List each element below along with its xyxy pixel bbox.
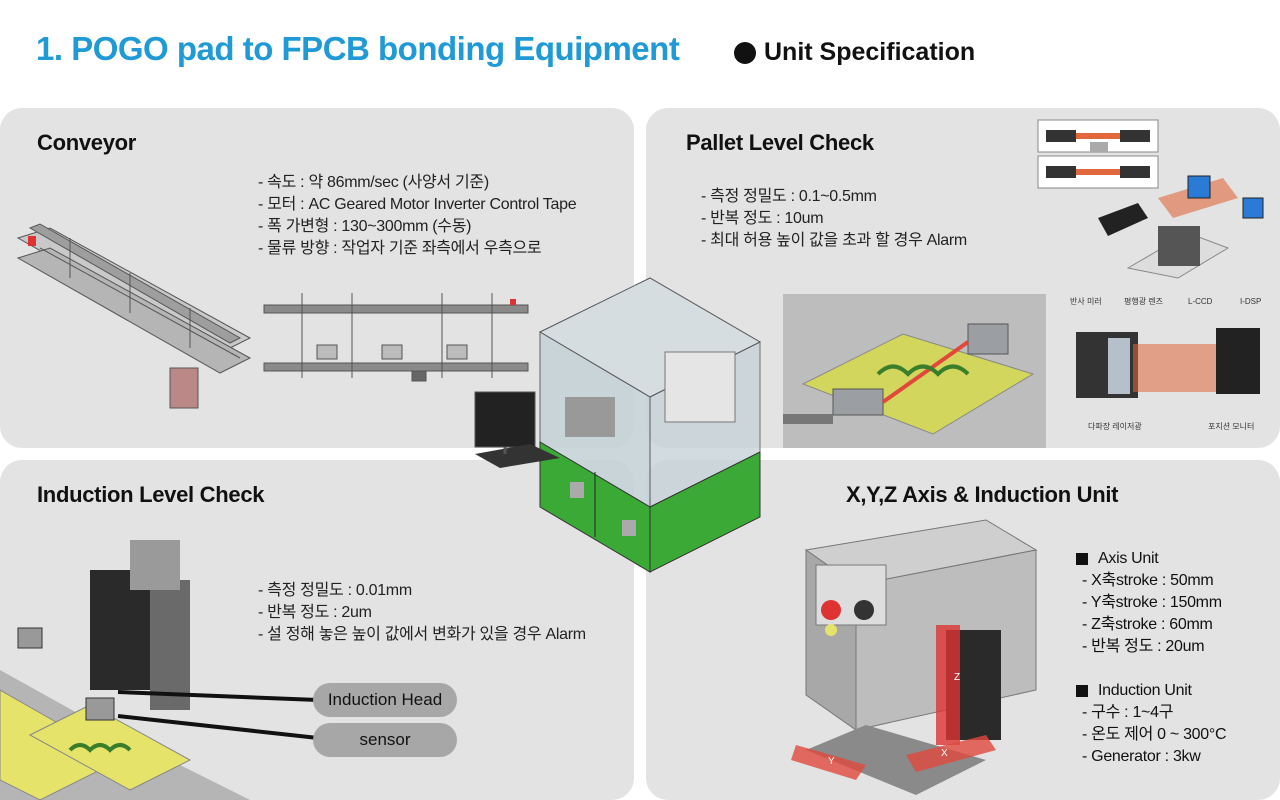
conveyor-spec: - 모터 : AC Geared Motor Inverter Control … — [258, 196, 577, 213]
z-axis-mark: Z — [954, 672, 960, 683]
sensor-label: 평행광 렌즈 — [1124, 296, 1163, 306]
sensor-diagram — [1037, 119, 1264, 279]
xyz-unit-drawing: Z Y X — [791, 519, 1038, 795]
sensor-label: 반사 미러 — [1070, 297, 1102, 306]
induction-head-drawing — [0, 540, 319, 800]
callout-line — [117, 690, 319, 702]
axis-unit-spec: Axis Unit - X축stroke : 50mm - Y축stroke :… — [1076, 548, 1222, 658]
induction-check-spec: - 설 정해 놓은 높이 값에서 변화가 있을 경우 Alarm — [258, 626, 586, 643]
induction-unit-row: - Generator : 3kw — [1082, 748, 1201, 765]
pallet-spec: - 반복 정도 : 10um — [701, 210, 824, 227]
sensor-label: 다파장 레이저광 — [1088, 421, 1142, 431]
subtitle-text: Unit Specification — [764, 38, 976, 66]
bullet-square-icon — [1076, 553, 1088, 565]
axis-unit-row: - Y축stroke : 150mm — [1082, 594, 1222, 611]
induction-check-spec: - 측정 정밀도 : 0.01mm — [258, 582, 412, 599]
induction-unit-header: Induction Unit — [1098, 682, 1192, 699]
callout-line — [117, 714, 319, 740]
sensor-label: L-CCD — [1188, 297, 1213, 306]
axis-unit-row: - X축stroke : 50mm — [1082, 572, 1214, 589]
conveyor-spec: - 속도 : 약 86mm/sec (사양서 기준) — [258, 174, 489, 191]
conveyor-spec: - 물류 방향 : 작업자 기준 좌측에서 우측으로 — [258, 240, 542, 257]
pallet-spec: - 최대 허용 높이 값을 초과 할 경우 Alarm — [701, 232, 967, 249]
x-axis-mark: X — [941, 748, 948, 759]
induction-check-title: Induction Level Check — [37, 482, 265, 507]
conveyor-plan-drawing — [263, 293, 529, 382]
main-machine-illustration — [474, 277, 762, 573]
pallet-photo — [783, 294, 1046, 448]
sensor-label: I-DSP — [1240, 297, 1261, 306]
sensor-label: 포지션 모니터 — [1208, 421, 1254, 431]
conveyor-spec: - 폭 가변형 : 130~300mm (수동) — [258, 218, 472, 235]
conveyor-title: Conveyor — [37, 130, 137, 155]
section-subtitle: Unit Specification — [734, 38, 975, 67]
bullet-square-icon — [1076, 685, 1088, 697]
induction-unit-spec: Induction Unit - 구수 : 1~4구 - 온도 제어 0 ~ 3… — [1076, 680, 1227, 768]
conveyor-panel: Conveyor - 속도 : 약 86mm/sec (사양서 기준) - 모터… — [0, 108, 634, 448]
induction-unit-row: - 온도 제어 0 ~ 300°C — [1082, 726, 1227, 743]
conveyor-iso-drawing — [16, 223, 252, 409]
conveyor-spec-list: - 속도 : 약 86mm/sec (사양서 기준) - 모터 : AC Gea… — [258, 172, 577, 260]
induction-unit-row: - 구수 : 1~4구 — [1082, 704, 1174, 721]
induction-check-panel: Induction Level Check - 측정 정밀도 : 0.01mm … — [0, 460, 634, 800]
induction-check-spec: - 반복 정도 : 2um — [258, 604, 372, 621]
xyz-title: X,Y,Z Axis & Induction Unit — [846, 482, 1119, 507]
axis-unit-row: - Z축stroke : 60mm — [1082, 616, 1213, 633]
xyz-panel: X,Y,Z Axis & Induction Unit Z Y X Axis U… — [646, 460, 1280, 800]
y-axis-mark: Y — [828, 756, 835, 767]
induction-check-spec-list: - 측정 정밀도 : 0.01mm - 반복 정도 : 2um - 설 정해 놓… — [258, 580, 586, 646]
axis-unit-header: Axis Unit — [1098, 550, 1159, 567]
page-title: 1. POGO pad to FPCB bonding Equipment — [36, 30, 680, 67]
pallet-title: Pallet Level Check — [686, 130, 874, 155]
pallet-spec: - 측정 정밀도 : 0.1~0.5mm — [701, 188, 877, 205]
induction-head-callout: Induction Head — [313, 683, 457, 717]
pallet-spec-list: - 측정 정밀도 : 0.1~0.5mm - 반복 정도 : 10um - 최대… — [701, 186, 967, 252]
axis-unit-row: - 반복 정도 : 20um — [1082, 638, 1205, 655]
sensor-callout: sensor — [313, 723, 457, 757]
bullet-icon — [734, 41, 756, 64]
sensor-internal-diagram: 반사 미러 평행광 렌즈 L-CCD I-DSP 다파장 레이저광 포지션 모니… — [1070, 296, 1261, 431]
